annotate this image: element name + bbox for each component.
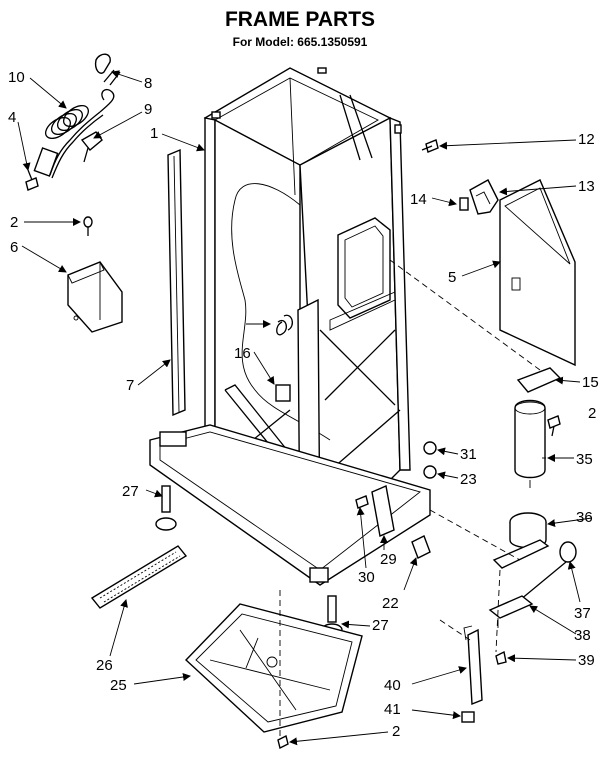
screw-39 <box>495 650 507 665</box>
latch-bracket <box>469 179 499 215</box>
callout-22: 22 <box>382 595 399 612</box>
cord-clamp-bottom <box>80 131 103 163</box>
callout-38: 38 <box>574 627 591 644</box>
callout-labels: 10 8 9 4 1 2 6 7 12 13 14 5 15 2 16 31 2… <box>8 69 599 740</box>
capacitor-mount <box>492 512 550 569</box>
switch <box>275 314 294 402</box>
screw-bottom <box>277 734 289 750</box>
diagram-title: FRAME PARTS <box>225 8 375 31</box>
cord-clamp-top <box>94 53 111 74</box>
frame-cabinet <box>149 67 431 586</box>
spacer-29 <box>371 485 395 537</box>
callout-27b: 27 <box>372 617 389 634</box>
callout-13: 13 <box>578 178 595 195</box>
rod-bracket <box>488 595 534 628</box>
callout-31: 31 <box>460 446 477 463</box>
side-panel <box>499 179 576 367</box>
callout-37: 37 <box>574 605 591 622</box>
callout-36: 36 <box>576 509 593 526</box>
callout-27a: 27 <box>122 483 139 500</box>
callout-4: 4 <box>8 109 16 126</box>
callout-25: 25 <box>110 677 127 694</box>
base-pan <box>184 603 363 733</box>
mounting-bracket <box>516 367 562 393</box>
screw-30 <box>355 495 369 509</box>
callout-41: 41 <box>384 701 401 718</box>
callout-1: 1 <box>150 125 158 142</box>
callout-14: 14 <box>410 191 427 208</box>
clip-22 <box>411 535 431 559</box>
capacitor <box>514 399 546 488</box>
filter-strip <box>90 545 188 609</box>
callout-35: 35 <box>576 451 593 468</box>
callout-40: 40 <box>384 677 401 694</box>
callout-26: 26 <box>96 657 113 674</box>
callout-2a: 2 <box>10 214 18 231</box>
callout-7: 7 <box>126 377 134 394</box>
callout-16: 16 <box>234 345 251 362</box>
callout-23: 23 <box>460 471 477 488</box>
callout-5: 5 <box>448 269 456 286</box>
plug-31 <box>423 441 437 455</box>
callout-30: 30 <box>358 569 375 586</box>
screw <box>25 169 39 191</box>
callout-2b: 2 <box>588 405 596 422</box>
callout-12: 12 <box>578 131 595 148</box>
latch-clip <box>459 197 469 211</box>
lever <box>463 625 483 706</box>
callout-10: 10 <box>8 69 25 86</box>
callout-39: 39 <box>578 652 595 669</box>
bracket-cover <box>67 261 123 333</box>
nut <box>461 711 475 723</box>
screw-12 <box>421 139 439 153</box>
gasket-strip <box>167 148 186 417</box>
callout-8: 8 <box>144 75 152 92</box>
callout-15: 15 <box>582 374 599 391</box>
screw-upper <box>83 216 93 236</box>
actuator-rod <box>519 541 577 601</box>
leader-lines <box>17 70 593 746</box>
power-cord <box>33 69 121 179</box>
model-subtitle: For Model: 665.1350591 <box>233 35 368 49</box>
callout-29: 29 <box>380 551 397 568</box>
plug-23 <box>423 465 437 479</box>
callout-2c: 2 <box>392 723 400 740</box>
callout-9: 9 <box>144 101 152 118</box>
callout-6: 6 <box>10 239 18 256</box>
leveling-leg-upper <box>155 485 177 531</box>
screw-right <box>547 415 561 437</box>
